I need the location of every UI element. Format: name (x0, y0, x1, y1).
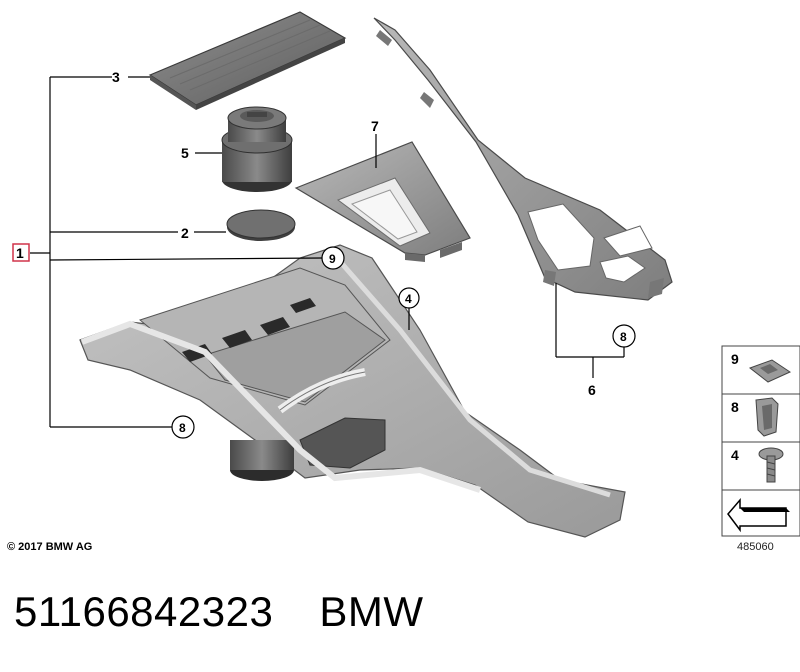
part-number: 51166842323 (14, 588, 274, 635)
callout-1-label: 1 (16, 245, 24, 261)
tray-mat-part (148, 11, 347, 110)
callout-4-badge[interactable]: 4 (398, 287, 420, 309)
diagram-number: 485060 (737, 541, 774, 553)
callout-7-label[interactable]: 7 (371, 118, 379, 134)
spring-clip-icon (755, 397, 779, 437)
callout-2-label[interactable]: 2 (181, 225, 189, 241)
shift-trim-part (294, 141, 471, 262)
callout-8-badge-console[interactable]: 8 (171, 415, 195, 439)
callout-group-1[interactable]: 1 (12, 243, 30, 262)
legend-8-label: 8 (731, 399, 739, 415)
side-trim-part (373, 17, 673, 301)
brand-name: BMW (319, 588, 424, 635)
legend-4-label: 4 (731, 447, 739, 463)
fastener-legend: 9 8 4 (721, 345, 800, 537)
clip-icon (748, 359, 792, 383)
copyright-text: © 2017 BMW AG (7, 541, 93, 553)
callout-5-label[interactable]: 5 (181, 145, 189, 161)
callout-8-label: 8 (179, 421, 186, 435)
screw-icon (758, 447, 784, 483)
cup-holder-insert-part (221, 106, 293, 192)
part-caption: 51166842323 BMW (14, 588, 469, 636)
callout-9-label: 9 (329, 252, 336, 266)
callout-6-label[interactable]: 6 (588, 382, 596, 398)
view-direction-arrow-icon (727, 497, 790, 533)
callout-9-badge[interactable]: 9 (321, 246, 345, 270)
center-console-part (79, 244, 626, 538)
callout-3-label[interactable]: 3 (112, 69, 120, 85)
callout-8-badge-trim[interactable]: 8 (612, 324, 636, 348)
callout-4-label: 4 (405, 292, 412, 306)
leader-lines (30, 76, 625, 428)
round-mat-part (226, 209, 296, 241)
callout-8-label: 8 (620, 330, 627, 344)
legend-9-label: 9 (731, 351, 739, 367)
